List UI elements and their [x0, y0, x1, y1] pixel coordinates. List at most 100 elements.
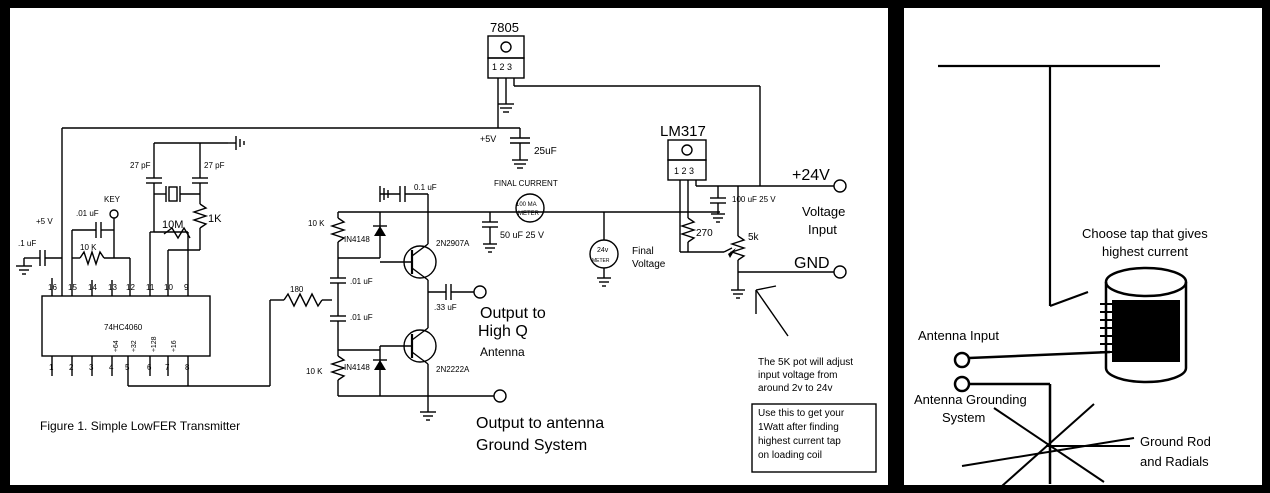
- note-pot-line-2: input voltage from: [758, 370, 838, 381]
- pin-1: 1: [49, 363, 54, 372]
- cap-1uf-label: .1 uF: [18, 239, 36, 248]
- note-box-line-1: Use this to get your: [758, 408, 845, 419]
- schematic-wiring: [16, 35, 877, 473]
- meter-100ma-label-1: 100 MA: [516, 202, 537, 208]
- res-10k-top-label: 10 K: [308, 219, 325, 228]
- out-ground-label-2: Ground System: [476, 437, 587, 454]
- res-10k-left-label: 10 K: [80, 243, 97, 252]
- meter-24v-label-1: 24v: [597, 247, 609, 254]
- pin-12: 12: [126, 283, 135, 292]
- pin-2: 2: [69, 363, 74, 372]
- gnd-terminal: [833, 265, 847, 279]
- ground-rod-label-2: and Radials: [1140, 454, 1209, 469]
- q-2n2222a-label: 2N2222A: [436, 365, 470, 374]
- final-current-label: FINAL CURRENT: [494, 179, 558, 188]
- cap-01uf-left-label: .01 uF: [76, 209, 99, 218]
- div-128-label: ÷128: [151, 336, 158, 352]
- antenna-labels: Choose tap that gives highest current An…: [914, 226, 1211, 469]
- div-32-label: ÷32: [131, 340, 138, 352]
- out-highq-label-2: High Q: [478, 323, 528, 340]
- chip-74hc4060: [41, 295, 211, 357]
- plus24v-label: +24V: [792, 167, 830, 184]
- pin-10: 10: [164, 283, 173, 292]
- res-1k-label: 1K: [208, 213, 222, 225]
- res-270-label: 270: [696, 228, 713, 239]
- cap-33uf-label: .33 uF: [434, 303, 457, 312]
- pin-13: 13: [108, 283, 117, 292]
- cap-50uf-label: 50 uF 25 V: [500, 230, 544, 240]
- chip-label: 74HC4060: [104, 323, 143, 332]
- gnd-label: GND: [794, 255, 830, 272]
- reg-lm317-pins: 1 2 3: [674, 166, 694, 176]
- pin-4: 4: [109, 363, 114, 372]
- key-label: KEY: [104, 195, 121, 204]
- antenna-panel: [904, 8, 1262, 485]
- choose-tap-line-1: Choose tap that gives: [1082, 226, 1208, 241]
- pin-14: 14: [88, 283, 97, 292]
- out-highq-label-3: Antenna: [480, 345, 525, 359]
- plus24v-terminal: [833, 179, 847, 193]
- pin-5: 5: [125, 363, 130, 372]
- cap-01uf-top-label: 0.1 uF: [414, 183, 437, 192]
- note-pot-line-3: around 2v to 24v: [758, 383, 833, 394]
- antenna-input-label: Antenna Input: [918, 328, 999, 343]
- pin-6: 6: [147, 363, 152, 372]
- diode-top-label: IN4148: [344, 235, 370, 244]
- grounding-label-1: Antenna Grounding: [914, 392, 1027, 407]
- meter-24v-label-2: METER: [592, 258, 610, 264]
- res-10k-bot-label: 10 K: [306, 367, 323, 376]
- pin-9: 9: [184, 283, 189, 292]
- pin-16: 16: [48, 283, 57, 292]
- cap-27pf-a-label: 27 pF: [130, 161, 151, 170]
- final-voltage-label-2: Voltage: [632, 259, 666, 270]
- plus5v-left-label: +5 V: [36, 217, 53, 226]
- note-pot-line-1: The 5K pot will adjust: [758, 357, 853, 368]
- final-voltage-label-1: Final: [632, 246, 654, 257]
- note-box: [751, 403, 877, 473]
- cap-100uf-label: 100 uF 25 V: [732, 195, 776, 204]
- loading-coil-top: [1104, 266, 1188, 298]
- out-highq-label-1: Output to: [480, 305, 546, 322]
- div-64-label: ÷64: [113, 340, 120, 352]
- pin-15: 15: [68, 283, 77, 292]
- note-box-line-3: highest current tap: [758, 436, 841, 447]
- pot-5k-label: 5k: [748, 232, 760, 243]
- reg-7805-label: 7805: [490, 20, 519, 35]
- choose-tap-line-2: highest current: [1102, 244, 1188, 259]
- figure-caption: Figure 1. Simple LowFER Transmitter: [40, 419, 240, 433]
- res-180-label: 180: [290, 285, 304, 294]
- cap-01-b-label: .01 uF: [350, 313, 373, 322]
- pin-8: 8: [185, 363, 190, 372]
- out-ground-label-1: Output to antenna: [476, 415, 604, 432]
- note-box-line-2: 1Watt after finding: [758, 422, 839, 433]
- reg-7805-pins: 1 2 3: [492, 62, 512, 72]
- plus5v-top-label: +5V: [480, 134, 496, 144]
- cap-27pf-b-label: 27 pF: [204, 161, 225, 170]
- output-highq-terminal: [473, 285, 487, 299]
- loading-coil-winding: [1112, 300, 1180, 362]
- meter-100ma: [515, 193, 545, 223]
- meter-100ma-label-2: METER: [518, 211, 540, 217]
- cap-01-a-label: .01 uF: [350, 277, 373, 286]
- ground-rod-label-1: Ground Rod: [1140, 434, 1211, 449]
- antenna-input-terminal: [953, 351, 971, 369]
- pin-3: 3: [89, 363, 94, 372]
- voltage-input-label-2: Input: [808, 222, 837, 237]
- antenna-ground-terminal: [953, 375, 971, 393]
- pin-11: 11: [146, 283, 155, 292]
- reg-lm317-body: [667, 159, 707, 181]
- div-16-label: ÷16: [171, 340, 178, 352]
- antenna-drawing: [938, 64, 1188, 487]
- cap-25uf-label: 25uF: [534, 146, 557, 157]
- schematic-labels: 7805 1 2 3 +5V 25uF LM317 1 2 3 +24V Vol…: [18, 20, 853, 461]
- res-10m-label: 10M: [162, 219, 183, 231]
- reg-lm317-label: LM317: [660, 123, 706, 140]
- q-2n2907a-label: 2N2907A: [436, 239, 470, 248]
- output-ground-terminal: [493, 389, 507, 403]
- note-box-line-4: on loading coil: [758, 450, 822, 461]
- grounding-label-2: System: [942, 410, 985, 425]
- diode-bot-label: IN4148: [344, 363, 370, 372]
- pin-7: 7: [165, 363, 170, 372]
- voltage-input-label-1: Voltage: [802, 204, 845, 219]
